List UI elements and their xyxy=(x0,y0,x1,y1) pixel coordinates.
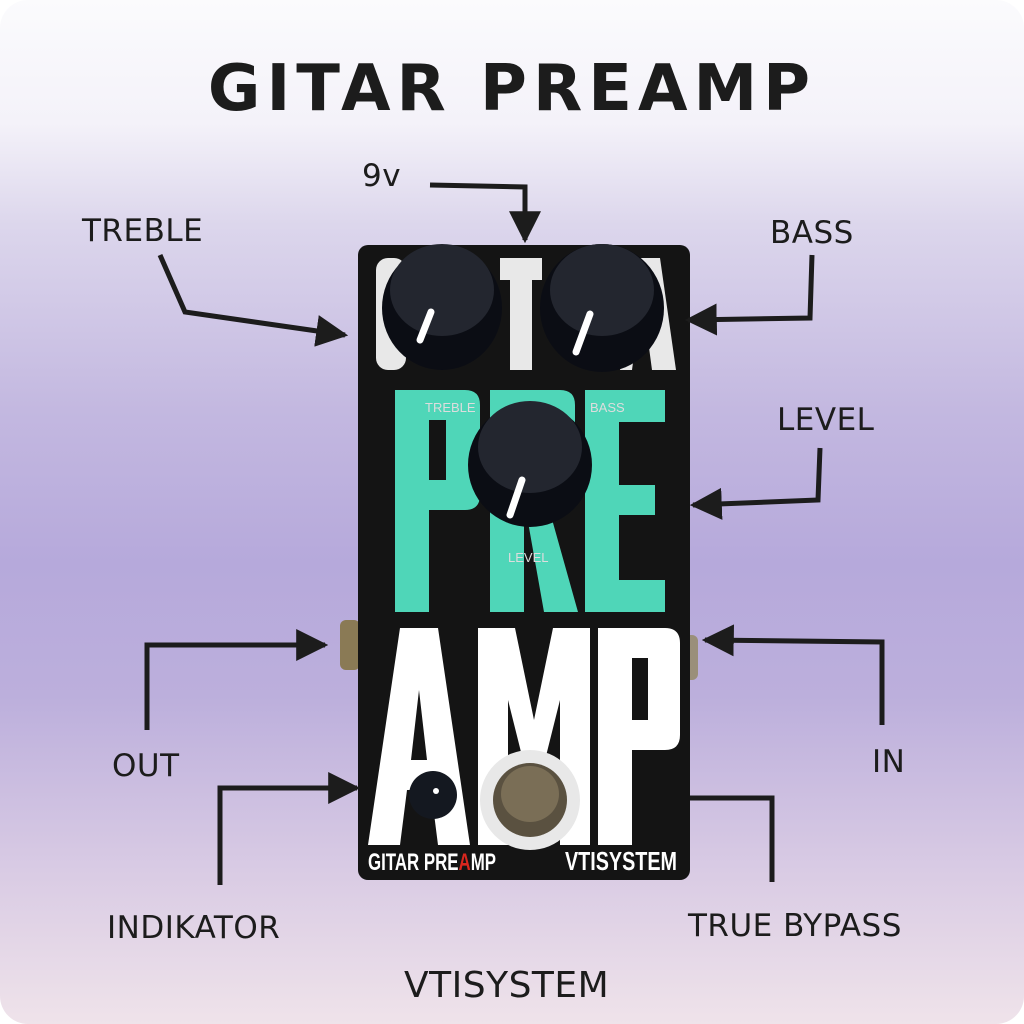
level-knob[interactable] xyxy=(468,401,592,527)
arrow-indicator xyxy=(217,772,361,885)
arrow-level xyxy=(689,447,823,520)
arrow-in xyxy=(701,624,885,725)
page-title: GITAR PREAMP xyxy=(207,52,817,126)
arrow-9v xyxy=(429,182,541,244)
knob-label-level: LEVEL xyxy=(508,550,548,565)
arrow-bass xyxy=(684,254,815,336)
label-true-bypass: TRUE BYPASS xyxy=(688,908,902,944)
pedal-footer-right: VTISYSTEM xyxy=(565,846,677,876)
knob-label-treble: TREBLE xyxy=(425,400,476,415)
label-9v: 9v xyxy=(362,158,402,194)
label-bass: BASS xyxy=(770,215,854,251)
brand-label: VTISYSTEM xyxy=(404,965,610,1006)
label-level: LEVEL xyxy=(777,402,875,438)
label-treble: TREBLE xyxy=(82,213,204,249)
arrow-out xyxy=(144,629,329,730)
label-indicator: INDIKATOR xyxy=(107,910,281,946)
knob-label-bass: BASS xyxy=(590,400,625,415)
treble-knob[interactable] xyxy=(382,244,502,370)
arrow-treble xyxy=(157,253,349,347)
label-out: OUT xyxy=(112,748,180,784)
indicator-led xyxy=(409,771,457,819)
output-jack xyxy=(340,620,360,670)
line-true-bypass xyxy=(690,795,775,882)
bass-knob[interactable] xyxy=(540,244,664,372)
pedal-footer-left: GITAR PREAMP xyxy=(368,849,496,876)
label-in: IN xyxy=(872,744,906,780)
footswitch[interactable] xyxy=(480,750,580,850)
